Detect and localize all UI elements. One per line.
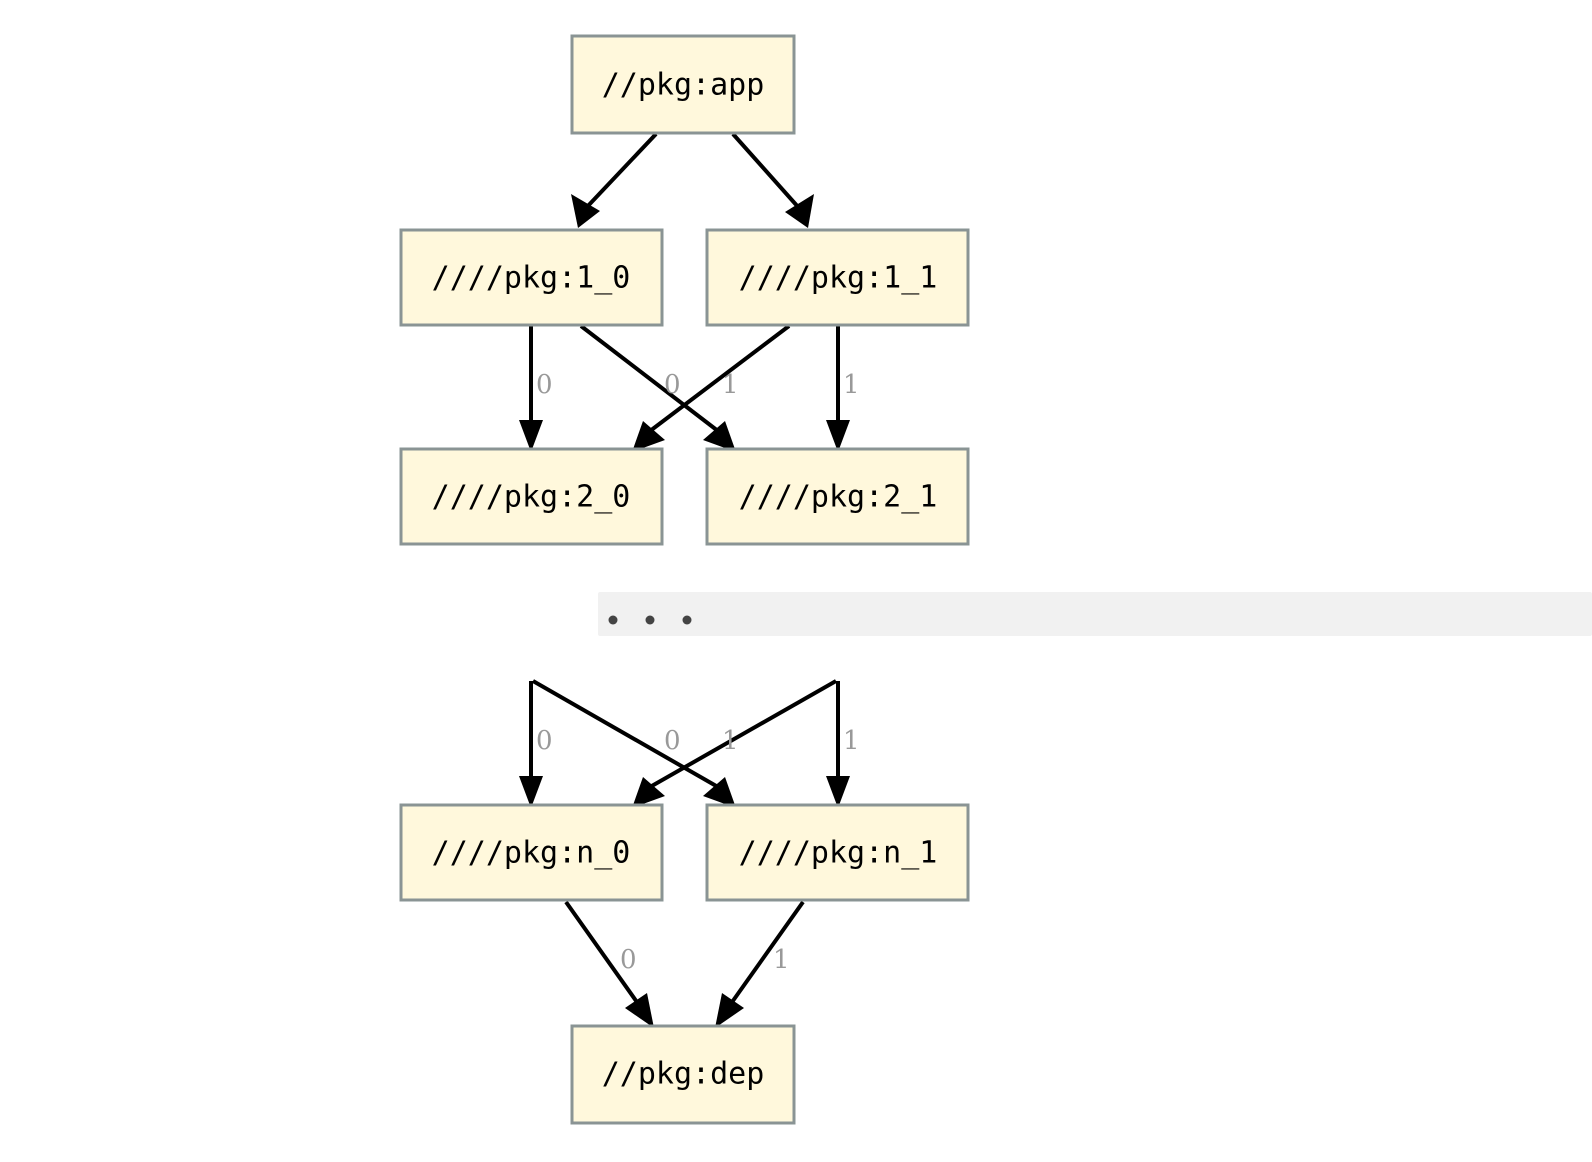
edge-n_1-to-dep: 1 [715, 900, 805, 1028]
edge-app-to-1_0 [571, 132, 658, 228]
node-dep[interactable]: //pkg:dep [570, 1024, 796, 1125]
arrowhead-icon [715, 993, 744, 1028]
node-2_1[interactable]: ////pkg:2_1 [705, 447, 970, 546]
ellipsis-dot-1 [608, 615, 618, 625]
edge-label-1_0-2_1: 0 [664, 370, 681, 400]
arrowhead-icon [826, 420, 850, 452]
arrowhead-icon [785, 194, 814, 228]
edge-label-n_0-dep: 0 [620, 945, 637, 975]
arrowhead-icon [519, 776, 543, 808]
node-1_1-label: ////pkg:1_1 [739, 261, 938, 296]
node-1_0[interactable]: ////pkg:1_0 [399, 228, 664, 327]
node-2_1-label: ////pkg:2_1 [739, 480, 938, 515]
arrowhead-icon [632, 777, 665, 808]
edge-1_0-to-2_1: 0 [579, 324, 736, 452]
node-dep-label: //pkg:dep [602, 1057, 765, 1092]
arrowhead-icon [703, 777, 736, 808]
arrowhead-icon [519, 420, 543, 452]
edge-label-top-n_1: 0 [664, 726, 681, 756]
arrowhead-icon [826, 776, 850, 808]
arrowhead-icon [703, 421, 736, 452]
edge-label-1_1-2_0: 1 [722, 370, 739, 400]
edge-1_1-to-2_1: 1 [826, 326, 860, 452]
ellipsis-dot-2 [645, 615, 655, 625]
arrowhead-icon [625, 993, 654, 1028]
edge-app-to-1_1 [731, 132, 814, 228]
node-n_1-label: ////pkg:n_1 [739, 836, 938, 871]
arrowhead-icon [571, 194, 600, 228]
edge-label-top-n_0: 0 [536, 726, 553, 756]
node-1_0-label: ////pkg:1_0 [432, 261, 631, 296]
edge-label-1_1-2_1: 1 [843, 370, 860, 400]
edge-label-1_0-2_0: 0 [536, 370, 553, 400]
node-n_0-label: ////pkg:n_0 [432, 836, 631, 871]
ellipsis-band [598, 592, 1592, 636]
node-n_1[interactable]: ////pkg:n_1 [705, 803, 970, 902]
edge-label-top2-n_0: 1 [722, 726, 739, 756]
edge-top-to-n_0: 0 [519, 681, 553, 808]
edge-label-top2-n_1: 1 [843, 726, 860, 756]
edge-n_0-to-dep: 0 [564, 900, 654, 1028]
node-n_0[interactable]: ////pkg:n_0 [399, 803, 664, 902]
edge-label-n_1-dep: 1 [773, 945, 790, 975]
ellipsis-dot-3 [682, 615, 692, 625]
node-app-label: //pkg:app [602, 68, 765, 103]
node-2_0-label: ////pkg:2_0 [432, 480, 631, 515]
node-1_1[interactable]: ////pkg:1_1 [705, 228, 970, 327]
edge-top2-to-n_0: 1 [632, 679, 837, 808]
node-2_0[interactable]: ////pkg:2_0 [399, 447, 664, 546]
edge-1_0-to-2_0: 0 [519, 326, 553, 452]
edge-1_1-to-2_0: 1 [632, 324, 791, 452]
node-app[interactable]: //pkg:app [570, 34, 796, 135]
edge-top-to-n_1: 0 [532, 679, 736, 808]
edge-top2-to-n_1: 1 [826, 681, 860, 808]
arrowhead-icon [632, 421, 665, 452]
